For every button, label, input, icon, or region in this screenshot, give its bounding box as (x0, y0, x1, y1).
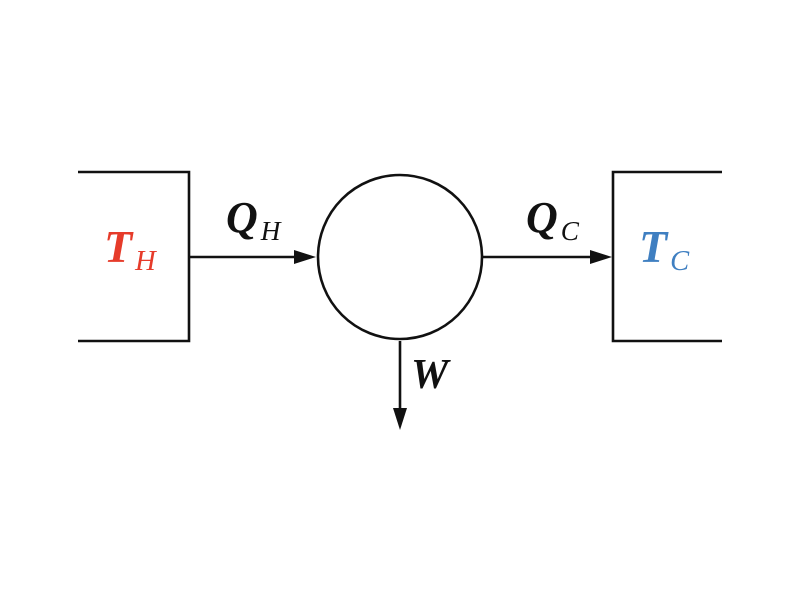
work-output-label: W (411, 354, 448, 396)
heat-input-arrowhead-icon (294, 250, 316, 264)
engine-circle (316, 173, 484, 341)
hot-reservoir-label-main: T (104, 221, 133, 272)
hot-reservoir-label-sub: H (135, 245, 156, 277)
cold-reservoir-label-sub: C (670, 245, 690, 277)
work-output-label-main: W (411, 352, 449, 398)
heat-output-label-main: Q (526, 193, 558, 242)
cold-reservoir-label-main: T (639, 221, 668, 272)
work-output-arrowhead-icon (393, 408, 407, 430)
heat-input-label-main: Q (226, 193, 258, 242)
heat-output-label-sub: C (560, 215, 579, 246)
heat-input-label-sub: H (260, 215, 281, 246)
cold-reservoir-box (611, 170, 722, 343)
heat-output-arrowhead-icon (590, 250, 612, 264)
